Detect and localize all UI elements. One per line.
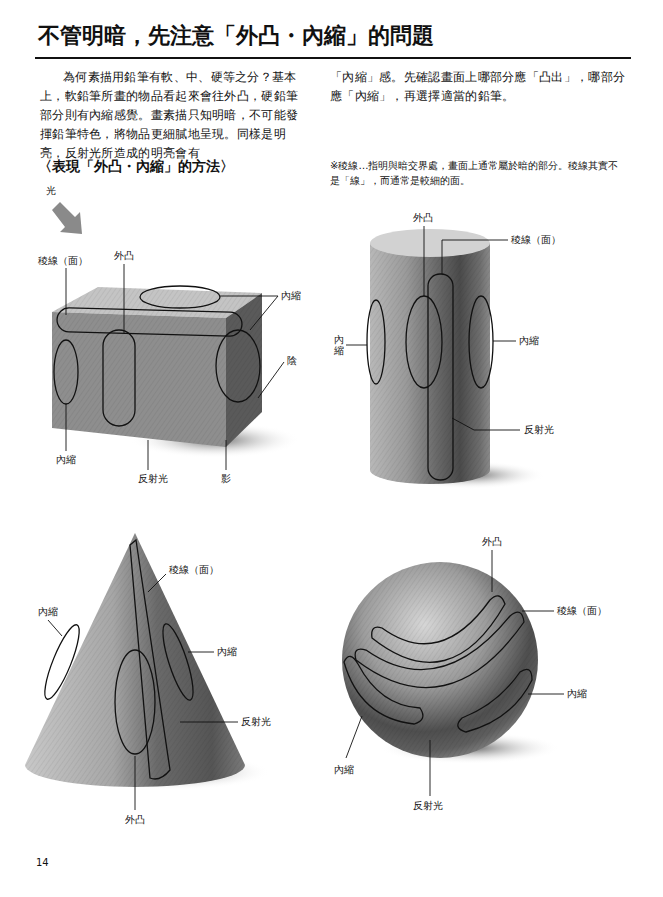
footnote: ※稜線…指明與暗交界處，畫面上通常屬於暗的部分。稜線其實不是「線」，而通常是較細… (330, 158, 628, 188)
light-label: 光 (46, 185, 56, 197)
part-label: 稜線（面） (511, 234, 561, 246)
body-text: 「內縮」感。先確認畫面上哪部分應「凸出」，哪部分應「內縮」，再選擇適當的鉛筆。 (330, 68, 628, 106)
page-title: 不管明暗，先注意「外凸・內縮」的問題 (38, 22, 434, 48)
part-label: 反射光 (138, 473, 168, 485)
page-number: 14 (36, 857, 49, 869)
part-label: 稜線（面） (169, 564, 219, 576)
part-label: 陰 (287, 355, 297, 367)
part-label: 外凸 (125, 814, 145, 826)
part-label: 外凸 (413, 212, 433, 224)
part-label: 反射光 (413, 800, 443, 812)
subheading: 〈表現「外凸・內縮」的方法〉 (38, 158, 234, 175)
part-label: 外凸 (482, 536, 502, 548)
part-label: 影 (221, 473, 231, 485)
part-label: 稜線（面） (557, 605, 607, 617)
part-label: 內縮 (38, 606, 58, 618)
part-label: 反射光 (241, 716, 271, 728)
part-label: 內縮 (567, 688, 587, 700)
part-label: 內縮 (217, 646, 237, 658)
part-label: 內縮 (334, 764, 354, 776)
part-label: 外凸 (114, 250, 134, 262)
part-label: 內縮 (334, 334, 344, 356)
body-text: 為何素描用鉛筆有軟、中、硬等之分？基本上，軟鉛筆所畫的物品看起來會往外凸，硬鉛筆… (40, 68, 308, 163)
part-label: 內縮 (519, 335, 539, 347)
part-label: 內縮 (281, 290, 301, 302)
part-label: 反射光 (524, 424, 554, 436)
part-label: 稜線（面） (38, 255, 88, 267)
part-label: 內縮 (56, 454, 76, 466)
